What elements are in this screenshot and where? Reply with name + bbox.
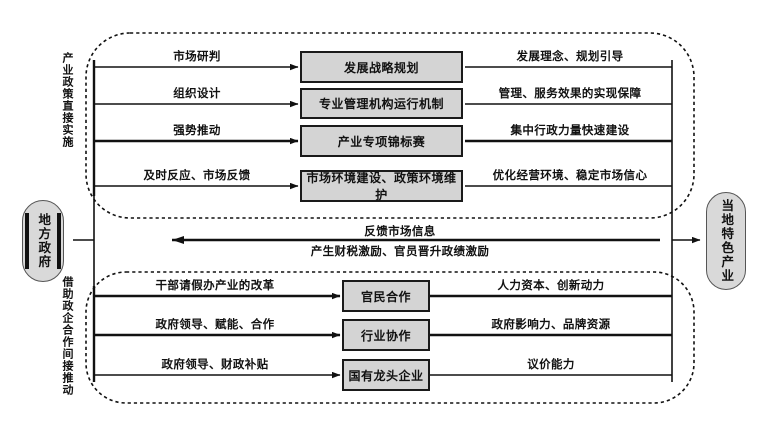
node-top-2-label: 专业管理机构运行机制 xyxy=(318,97,444,111)
node-top-1[interactable]: 发展战略规划 xyxy=(300,51,463,83)
group-bottom-label: 借助政企合作间接推动 xyxy=(61,276,74,396)
top-row-1-output-label: 发展理念、规划引导 xyxy=(516,49,624,63)
node-bottom-3[interactable]: 国有龙头企业 xyxy=(342,359,430,391)
node-bottom-1-label: 官民合作 xyxy=(360,289,411,304)
top-row-2-input-label: 组织设计 xyxy=(173,86,221,100)
node-top-3[interactable]: 产业专项锦标赛 xyxy=(300,125,463,157)
bottom-row-2-output-label: 政府影响力、品牌资源 xyxy=(491,317,611,331)
top-row-3-input-label: 强势推动 xyxy=(173,123,221,137)
group-box-bottom xyxy=(85,271,695,404)
node-bottom-2-label: 行业协作 xyxy=(360,328,411,343)
bottom-row-1-input-label: 干部请假办产业的改革 xyxy=(155,278,275,292)
bottom-row-3-output-label: 议价能力 xyxy=(527,357,575,371)
group-top-label: 产业政策直接实施 xyxy=(61,52,74,148)
node-top-1-label: 发展战略规划 xyxy=(343,60,419,75)
top-row-2-output-label: 管理、服务效果的实现保障 xyxy=(498,86,642,100)
top-row-1-input-label: 市场研判 xyxy=(173,49,221,63)
actor-local-government[interactable]: 地方政府 xyxy=(22,200,64,282)
node-bottom-1[interactable]: 官民合作 xyxy=(342,280,430,312)
top-row-4-input-label: 及时反应、市场反馈 xyxy=(143,168,251,182)
node-top-4[interactable]: 市场环境建设、政策环境维护 xyxy=(300,170,463,202)
node-top-4-label: 市场环境建设、政策环境维护 xyxy=(306,171,457,202)
top-row-3-output-label: 集中行政力量快速建设 xyxy=(510,123,630,137)
node-bottom-2[interactable]: 行业协作 xyxy=(342,319,430,351)
bottom-row-3-input-label: 政府领导、财政补贴 xyxy=(161,357,269,371)
node-top-2[interactable]: 专业管理机构运行机制 xyxy=(300,88,463,119)
actor-local-industry-label: 当地特色产业 xyxy=(719,199,735,283)
bottom-row-1-output-label: 人力资本、创新动力 xyxy=(497,278,605,292)
node-bottom-3-label: 国有龙头企业 xyxy=(348,368,424,383)
actor-local-industry[interactable]: 当地特色产业 xyxy=(706,192,746,290)
feedback-label-line1: 反馈市场信息 xyxy=(364,224,436,238)
actor-local-government-label: 地方政府 xyxy=(36,213,52,269)
feedback-label-line2: 产生财税激励、官员晋升政绩激励 xyxy=(310,244,490,258)
top-row-4-output-label: 优化经营环境、稳定市场信心 xyxy=(492,168,648,182)
node-top-3-label: 产业专项锦标赛 xyxy=(337,134,426,149)
bottom-row-2-input-label: 政府领导、赋能、合作 xyxy=(155,317,275,331)
